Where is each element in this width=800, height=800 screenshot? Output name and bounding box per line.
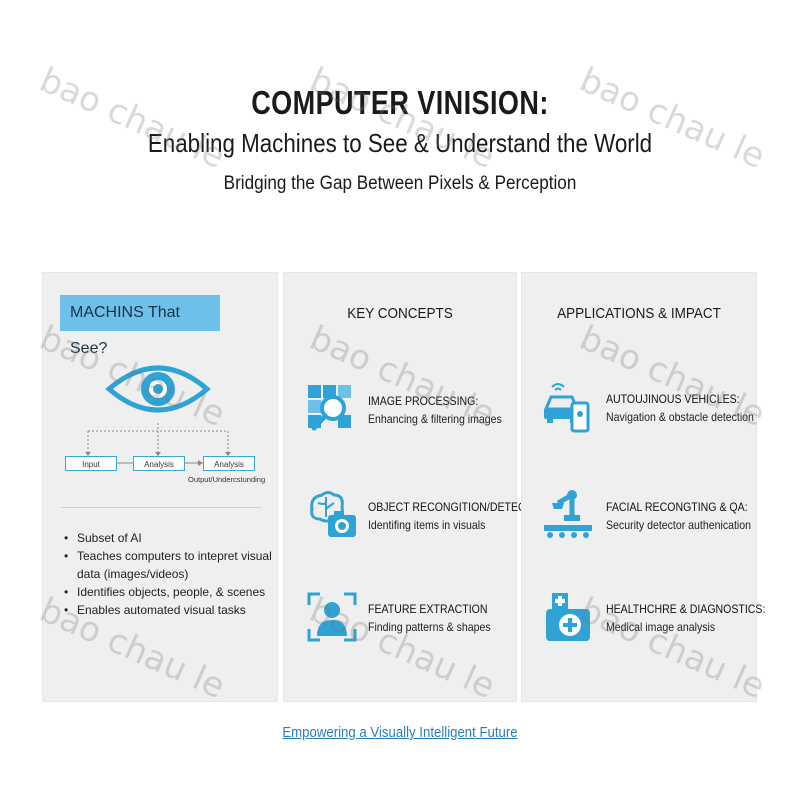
page-subtitle: Enabling Machines to See & Understand th… — [147, 128, 653, 158]
page-tagline: Bridging the Gap Between Pixels & Percep… — [223, 173, 577, 194]
car-phone-icon — [543, 383, 590, 433]
eye-icon — [105, 365, 211, 413]
list-item: Identifies objects, people, & scenes — [64, 583, 287, 601]
face-scan-icon — [307, 592, 357, 642]
footer-link[interactable]: Empowering a Visually Intelligent Future — [282, 724, 518, 741]
flow-connectors — [85, 423, 231, 466]
list-item: Subset of AI — [64, 529, 287, 547]
concept-description: Finding patterns & shapes — [368, 620, 491, 634]
application-title: FACIAL RECONGTING & QA: — [606, 500, 748, 514]
application-description: Navigation & obstacle detection — [606, 410, 754, 424]
bullet-list: Subset of AI Teaches computers to intepr… — [61, 529, 287, 619]
list-item: Teaches computers to intepret visual dat… — [64, 547, 287, 583]
application-title: HEALTHCHRE & DIAGNOSTICS: — [606, 602, 766, 616]
concept-item-object-recognition: OBJECT RECONGITION/DETECTION Identifing … — [284, 489, 551, 549]
robot-arm-icon — [544, 490, 592, 538]
panel-heading: KEY CONCEPTS — [347, 305, 453, 322]
concept-item-image-processing: IMAGE PROCESSING: Enhancing & filtering … — [284, 383, 516, 443]
concept-title: OBJECT RECONGITION/DETECTION — [368, 500, 551, 514]
concept-description: Enhancing & filtering images — [368, 412, 502, 426]
application-description: Security detector authenication — [606, 518, 751, 532]
panel-heading: APPLICATIONS & IMPACT — [557, 305, 721, 322]
image-magnifier-icon — [308, 385, 351, 431]
divider — [61, 507, 261, 508]
page-title: COMPUTER VINISION: — [251, 84, 549, 121]
concept-item-feature-extraction: FEATURE EXTRACTION Finding patterns & sh… — [284, 591, 516, 651]
list-item: Enables automated visual tasks — [64, 601, 287, 619]
concept-description: Identifing items in visuals — [368, 518, 486, 532]
process-flow-diagram: Input Analysis Analysis Output/Undercstu… — [43, 423, 279, 493]
flow-analysis-box: Analysis — [133, 456, 185, 471]
brain-camera-icon — [310, 491, 356, 537]
concept-title: FEATURE EXTRACTION — [368, 602, 488, 616]
flow-output-caption: Output/Undercstunding — [188, 475, 266, 484]
applications-panel: APPLICATIONS & IMPACT AUTOUJINOUS VEHICL… — [521, 272, 765, 702]
application-description: Medical image analysis — [606, 620, 716, 634]
concept-title: IMAGE PROCESSING: — [368, 394, 479, 408]
key-concepts-panel: KEY CONCEPTS IMAGE PROCESSING: Enhancing… — [283, 272, 551, 702]
flow-input-box: Input — [65, 456, 117, 471]
application-item-vehicles: AUTOUJINOUS VEHICLES: Navigation & obsta… — [522, 381, 756, 441]
application-item-facial: FACIAL RECONGTING & QA: Security detecto… — [522, 489, 756, 549]
machines-panel: MACHINS That See? Input Analysis Analysi… — [42, 272, 278, 702]
machins-label-box: MACHINS That See? — [60, 295, 220, 357]
medical-kit-icon — [546, 593, 590, 641]
application-title: AUTOUJINOUS VEHICLES: — [606, 392, 740, 406]
application-item-healthcare: HEALTHCHRE & DIAGNOSTICS: Medical image … — [522, 591, 765, 651]
flow-analysis-box: Analysis — [203, 456, 255, 471]
